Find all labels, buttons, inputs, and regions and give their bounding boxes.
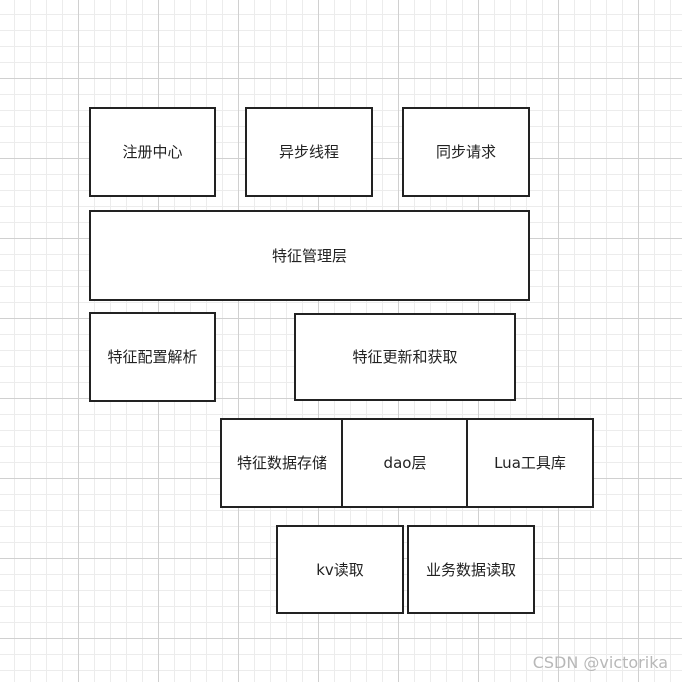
dao-layer-label: dao层	[383, 454, 427, 472]
feature-config-parsing-box: 特征配置解析	[89, 312, 216, 402]
dao-layer-box: dao层	[341, 418, 469, 508]
kv-read-label: kv读取	[316, 560, 364, 579]
sync-request-label: 同步请求	[435, 143, 496, 161]
feature-management-layer-label: 特征管理层	[271, 246, 347, 265]
csdn-watermark: CSDN @victorika	[532, 653, 668, 672]
lua-tool-library-box: Lua工具库	[466, 418, 594, 508]
lua-tool-library-label: Lua工具库	[494, 454, 566, 472]
async-thread-box: 异步线程	[245, 107, 373, 197]
kv-read-box: kv读取	[276, 525, 404, 614]
async-thread-label: 异步线程	[278, 143, 339, 161]
feature-data-storage-label: 特征数据存储	[236, 454, 327, 472]
feature-management-layer-box: 特征管理层	[89, 210, 530, 301]
feature-config-parsing-label: 特征配置解析	[107, 348, 198, 366]
feature-data-storage-box: 特征数据存储	[220, 418, 344, 508]
business-data-read-box: 业务数据读取	[407, 525, 535, 614]
registry-center-box: 注册中心	[89, 107, 216, 197]
sync-request-box: 同步请求	[402, 107, 530, 197]
registry-center-label: 注册中心	[122, 143, 183, 161]
feature-update-fetch-label: 特征更新和获取	[352, 348, 458, 366]
feature-update-fetch-box: 特征更新和获取	[294, 313, 516, 401]
business-data-read-label: 业务数据读取	[425, 560, 516, 579]
